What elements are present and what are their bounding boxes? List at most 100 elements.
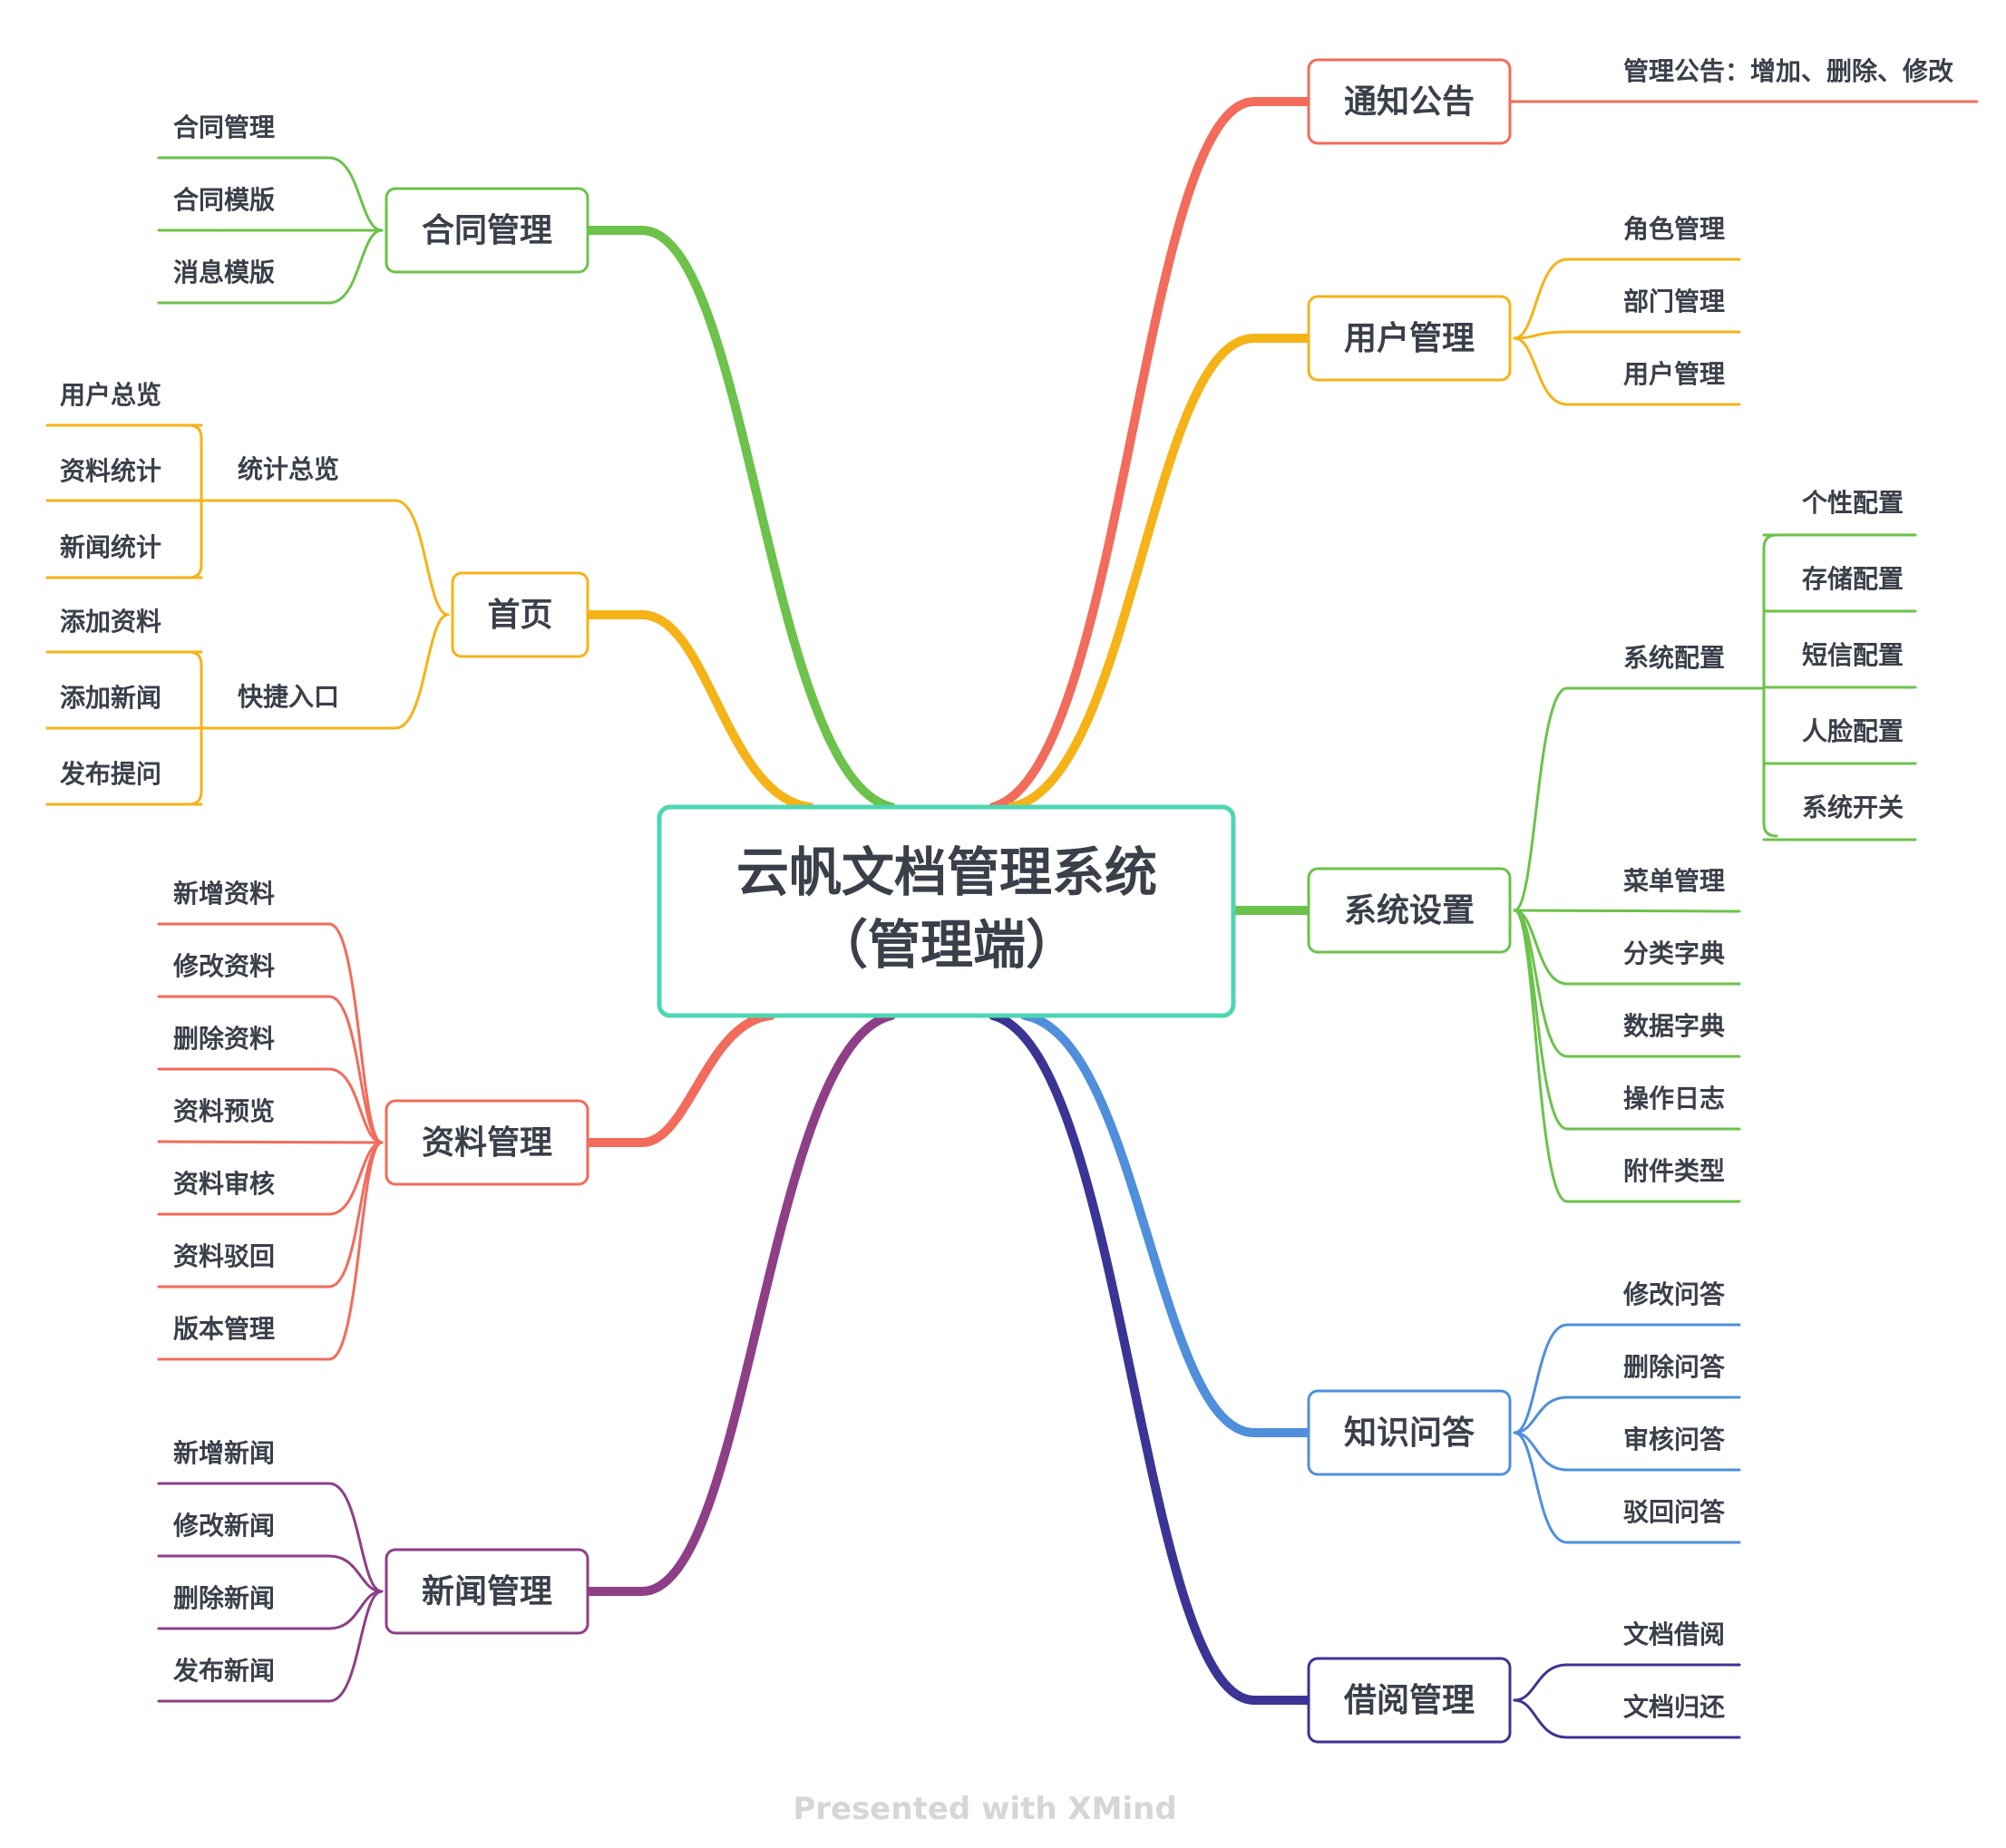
system-item: 操作日志 xyxy=(1623,1084,1725,1114)
topic-qa[interactable]: 知识问答 xyxy=(1307,1389,1512,1476)
home-shortcut-item: 添加资料 xyxy=(60,607,161,637)
topic-notice-label: 通知公告 xyxy=(1344,83,1475,121)
branch-user xyxy=(1007,334,1313,812)
news-edge xyxy=(157,1590,384,1630)
topic-borrow-box xyxy=(1307,1657,1512,1744)
news-item: 发布新闻 xyxy=(172,1656,275,1686)
topic-qa-box xyxy=(1307,1389,1512,1476)
system-config-item: 存储配置 xyxy=(1802,564,1904,594)
branch-home xyxy=(583,610,814,812)
topic-news-box xyxy=(385,1548,589,1635)
home-stats-item: 新闻统计 xyxy=(60,532,161,562)
docs-item: 资料预览 xyxy=(173,1096,275,1126)
topic-docs[interactable]: 资料管理 xyxy=(385,1099,589,1186)
user-item: 用户管理 xyxy=(1623,359,1725,389)
topic-home-label: 首页 xyxy=(487,597,552,634)
qa-item: 修改问答 xyxy=(1622,1279,1726,1309)
user-edge xyxy=(1513,258,1741,340)
system-edge xyxy=(1513,909,1741,913)
home-stats-bracket-top xyxy=(187,423,203,440)
news-item: 新增新闻 xyxy=(173,1438,275,1468)
news-item: 修改新闻 xyxy=(172,1511,275,1541)
borrow-edge xyxy=(1513,1698,1741,1739)
system-config-bracket-top xyxy=(1762,533,1778,550)
topic-news[interactable]: 新闻管理 xyxy=(385,1548,589,1635)
news-edge xyxy=(157,1590,384,1703)
docs-edge xyxy=(157,1141,384,1289)
branch-notice xyxy=(988,97,1313,812)
system-item: 数据字典 xyxy=(1623,1011,1725,1041)
home-edge xyxy=(200,499,450,617)
home-stats-bracket-bottom xyxy=(187,563,203,579)
home-shortcut-bracket-bottom xyxy=(187,790,203,806)
topic-contract-box xyxy=(385,187,589,274)
central-subtitle: （管理端） xyxy=(815,914,1078,976)
qa-edge xyxy=(1513,1431,1741,1472)
topic-contract[interactable]: 合同管理 xyxy=(385,187,589,274)
topic-docs-box xyxy=(385,1099,589,1186)
system-config-bracket-bottom xyxy=(1762,822,1778,838)
home-stats-item: 资料统计 xyxy=(60,456,161,486)
home-edge xyxy=(200,613,450,730)
branch-borrow xyxy=(988,1011,1313,1705)
system-config-item: 系统开关 xyxy=(1802,793,1904,822)
home-shortcut-item: 发布提问 xyxy=(59,759,161,789)
system-config-item: 个性配置 xyxy=(1802,488,1904,518)
branch-docs xyxy=(583,1011,775,1147)
docs-edge xyxy=(157,1140,384,1144)
docs-edge xyxy=(157,1067,384,1144)
user-item: 角色管理 xyxy=(1623,214,1725,244)
system-config-item: 人脸配置 xyxy=(1802,716,1904,746)
borrow-edge xyxy=(1513,1663,1741,1702)
contract-item: 合同模版 xyxy=(173,185,275,215)
news-edge xyxy=(157,1482,384,1593)
branch-lines xyxy=(45,97,1979,1739)
central-title: 云帆文档管理系统 xyxy=(736,841,1157,903)
topic-notice[interactable]: 通知公告 xyxy=(1307,58,1512,145)
topic-borrow[interactable]: 借阅管理 xyxy=(1307,1657,1512,1744)
user-edge xyxy=(1513,336,1741,406)
qa-edge xyxy=(1513,1323,1741,1435)
docs-item: 删除资料 xyxy=(173,1024,275,1054)
qa-edge xyxy=(1513,1396,1741,1435)
news-edge xyxy=(157,1554,384,1593)
branch-news xyxy=(583,1011,896,1596)
qa-edge xyxy=(1513,1431,1741,1544)
topic-system[interactable]: 系统设置 xyxy=(1307,867,1512,954)
system-config-item: 短信配置 xyxy=(1802,640,1904,670)
contract-item: 合同管理 xyxy=(173,112,275,142)
home-stats-item: 用户总览 xyxy=(60,380,161,410)
user-item: 部门管理 xyxy=(1623,287,1725,316)
home-shortcut-item: 添加新闻 xyxy=(60,683,161,713)
topic-contract-label: 合同管理 xyxy=(422,212,552,249)
borrow-item: 文档归还 xyxy=(1623,1692,1726,1722)
system-edge xyxy=(1513,686,1766,912)
user-edge xyxy=(1513,330,1741,340)
docs-item: 版本管理 xyxy=(173,1314,275,1344)
docs-item: 修改资料 xyxy=(172,951,275,981)
topic-docs-label: 资料管理 xyxy=(422,1124,552,1162)
system-edge xyxy=(1513,909,1741,1203)
topic-home[interactable]: 首页 xyxy=(451,571,589,658)
home-shortcut-bracket-top xyxy=(187,650,203,666)
system-config-label: 系统配置 xyxy=(1623,643,1725,673)
qa-item: 审核问答 xyxy=(1623,1425,1726,1454)
docs-edge xyxy=(157,1141,384,1361)
footer-credit: Presented with XMind xyxy=(793,1791,1176,1827)
topic-home-box xyxy=(451,571,589,658)
central-topic-box xyxy=(657,804,1236,1018)
docs-item: 资料审核 xyxy=(173,1169,275,1199)
contract-edge xyxy=(157,156,384,232)
topic-user-label: 用户管理 xyxy=(1344,320,1475,357)
topic-qa-label: 知识问答 xyxy=(1344,1415,1475,1452)
central-topic[interactable]: 云帆文档管理系统 （管理端） xyxy=(657,804,1236,1018)
topic-borrow-label: 借阅管理 xyxy=(1343,1682,1475,1719)
topic-notice-box xyxy=(1307,58,1512,145)
contract-item: 消息模版 xyxy=(173,258,275,287)
topic-user[interactable]: 用户管理 xyxy=(1307,295,1512,382)
qa-item: 驳回问答 xyxy=(1623,1497,1726,1527)
qa-item: 删除问答 xyxy=(1623,1352,1726,1382)
branch-contract xyxy=(583,226,896,812)
notice-item: 管理公告：增加、删除、修改 xyxy=(1623,56,1953,86)
